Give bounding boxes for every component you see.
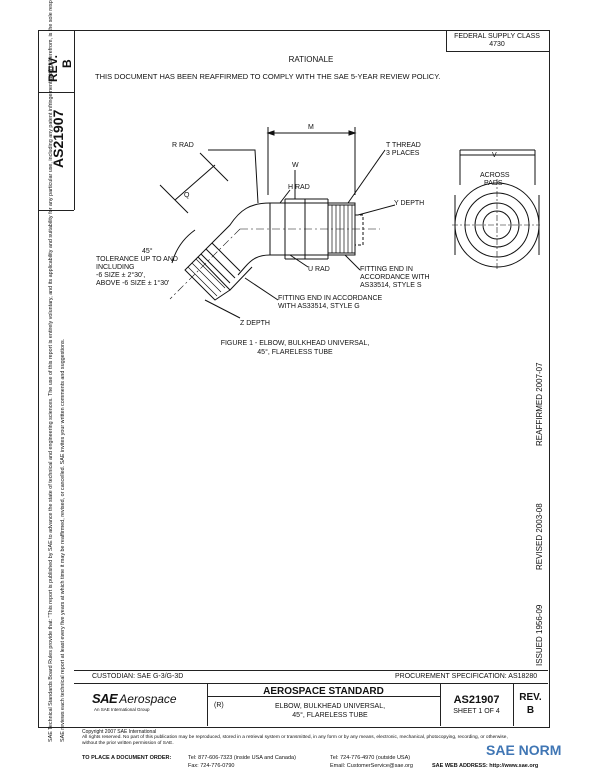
label-v: V — [492, 152, 497, 159]
rationale-text: THIS DOCUMENT HAS BEEN REAFFIRMED TO COM… — [95, 72, 441, 81]
label-w: W — [292, 162, 299, 169]
leader-u-rad — [289, 254, 309, 268]
disclaimer-line-1: SAE Technical Standards Board Rules prov… — [48, 0, 54, 742]
fsc-box — [446, 30, 550, 52]
disclaimer-line-2: SAE reviews each technical report at lea… — [60, 338, 66, 742]
label-h-rad: H RAD — [288, 184, 310, 191]
elbow-curve-outer — [219, 202, 271, 236]
left-column-divider — [74, 30, 75, 210]
title-block-doc-number: AS21907 — [453, 694, 500, 706]
label-z-depth: Z DEPTH — [240, 320, 270, 327]
issued-date: ISSUED 1956-09 — [535, 604, 544, 666]
aerospace-standard-title: AEROSPACE STANDARD — [263, 686, 384, 697]
description-line-1: ELBOW, BULKHEAD UNIVERSAL, — [274, 703, 386, 710]
label-tolerance-4: ABOVE -6 SIZE ± 1°30' — [96, 279, 169, 287]
leader-h-rad — [279, 189, 291, 204]
leader-r-rad — [208, 149, 259, 204]
label-q: Q — [184, 192, 190, 199]
footer-fax: Fax: 724-776-0790 — [188, 763, 235, 769]
label-tolerance-1: TOLERANCE UP TO AND — [96, 256, 178, 263]
label-tolerance-3: -6 SIZE ± 2°30', — [96, 271, 145, 279]
title-block-top-rule — [74, 670, 548, 671]
label-u-rad: U RAD — [308, 266, 330, 273]
elbow-angled-thread — [200, 242, 241, 284]
elbow-angled-leg — [197, 234, 253, 291]
footer-copyright: Copyright 2007 SAE International — [82, 729, 157, 735]
procurement-spec: PROCUREMENT SPECIFICATION: AS18280 — [395, 673, 538, 680]
label-t-thread: T THREAD — [386, 142, 421, 149]
elbow-drawing: M R RAD T THREAD 3 PLACES W H RAD Q Y DE… — [96, 124, 540, 327]
title-block-rule-2 — [74, 683, 548, 684]
figure-caption-line-2: 45°, FLARELESS TUBE — [257, 349, 333, 356]
angle-arc — [171, 229, 196, 264]
fsc-value: 4730 — [489, 41, 505, 48]
elbow-thread-right — [328, 204, 355, 254]
end-view — [452, 149, 540, 271]
leader-style-s — [344, 254, 361, 271]
dim-m-arrows — [266, 130, 357, 136]
centerline-angled — [169, 228, 241, 300]
label-style-s-3: AS33514, STYLE S — [360, 282, 422, 289]
footer-tel-usa: Tel: 877-606-7323 (inside USA and Canada… — [188, 755, 296, 761]
footer-order-label: TO PLACE A DOCUMENT ORDER: — [82, 755, 172, 761]
title-block-rev-label: REV. — [519, 692, 542, 703]
description-line-2: 45°, FLARELESS TUBE — [292, 712, 368, 719]
elbow-angled-end — [184, 256, 231, 301]
label-style-s-1: FITTING END IN — [360, 266, 413, 273]
sae-norm-watermark: SAE NORM — [486, 742, 562, 758]
label-style-g-1: FITTING END IN ACCORDANCE — [278, 295, 383, 302]
label-pads: PADS — [484, 180, 503, 187]
sae-logo-mark: SAE — [92, 691, 118, 706]
leader-y-depth — [357, 204, 396, 216]
rationale-title: RATIONALE — [288, 55, 334, 64]
label-three-places: 3 PLACES — [386, 150, 420, 157]
footer-tel-outside: Tel: 724-776-4970 (outside USA) — [330, 755, 411, 761]
thread-hatching-angled — [187, 258, 226, 297]
dim-q-line — [159, 152, 229, 214]
left-column-rule-2 — [38, 210, 74, 211]
label-across: ACROSS — [480, 172, 510, 179]
footer-web-address: SAE WEB ADDRESS: http://www.sae.org — [432, 763, 539, 769]
title-block-rule-3 — [207, 696, 440, 697]
custodian: CUSTODIAN: SAE G-3/G-3D — [92, 673, 184, 680]
figure-caption-line-1: FIGURE 1 - ELBOW, BULKHEAD UNIVERSAL, — [220, 340, 370, 347]
fsc-label: FEDERAL SUPPLY CLASS — [454, 33, 540, 40]
dim-m-line — [267, 127, 356, 195]
elbow-curve-inner — [237, 254, 271, 276]
page-frame — [38, 30, 550, 728]
sae-logo-aerospace: Aerospace — [119, 692, 177, 706]
sae-logo-subtitle: An SAE International Group — [94, 707, 150, 712]
footer-email: Email: CustomerService@sae.org — [330, 763, 413, 769]
label-r-rad: R RAD — [172, 142, 194, 149]
title-block-divider-1 — [207, 683, 208, 726]
title-block-divider-3 — [513, 683, 514, 726]
leader-z-depth — [204, 299, 241, 319]
leader-style-g — [244, 277, 279, 301]
label-tolerance-2: INCLUDING — [96, 264, 135, 271]
footer-rights: All rights reserved. No part of this pub… — [82, 735, 508, 746]
r-mark: (R) — [214, 702, 224, 709]
label-m: M — [308, 124, 314, 131]
label-y-depth: Y DEPTH — [394, 200, 424, 207]
label-style-s-2: ACCORDANCE WITH — [360, 274, 430, 281]
label-angle: 45° — [142, 247, 153, 255]
rev-value-vertical: B — [60, 59, 74, 68]
title-block-rev-value: B — [526, 705, 535, 716]
leader-t-thread — [347, 149, 386, 204]
elbow-port-right — [355, 214, 364, 246]
title-block-divider-2 — [440, 683, 441, 726]
sheet-number: SHEET 1 OF 4 — [453, 708, 500, 715]
revised-date: REVISED 2003-08 — [535, 503, 544, 570]
label-style-g-2: WITH AS33514, STYLE G — [278, 303, 360, 310]
elbow-body-outline — [269, 202, 356, 256]
left-column-rule-1 — [38, 92, 74, 93]
